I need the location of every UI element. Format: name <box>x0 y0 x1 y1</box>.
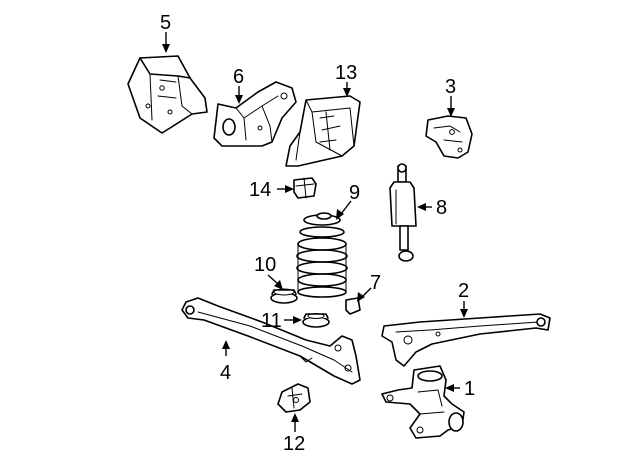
callout-13: 13 <box>335 62 357 84</box>
part-1-spindle <box>381 365 465 439</box>
part-14-bumper <box>293 177 317 199</box>
callout-10: 10 <box>254 254 276 276</box>
callout-4: 4 <box>220 362 231 384</box>
callout-14: 14 <box>249 179 271 201</box>
callout-6: 6 <box>233 66 244 88</box>
callout-5: 5 <box>160 12 171 34</box>
callout-7: 7 <box>370 272 381 294</box>
part-5-bracket <box>127 55 208 134</box>
part-3-bracket <box>425 115 473 159</box>
part-2-radius-arm <box>381 313 551 367</box>
part-9-coil-spring <box>296 212 348 298</box>
part-10-pad <box>270 288 298 304</box>
callout-8: 8 <box>436 197 447 219</box>
part-13-frame-section <box>285 95 361 167</box>
part-7-bushing <box>345 297 361 315</box>
callout-9: 9 <box>349 182 360 204</box>
part-6-bracket <box>213 81 297 147</box>
part-11-spacer <box>302 313 330 328</box>
part-12-bracket <box>277 383 311 413</box>
callout-arrows <box>162 32 468 432</box>
callout-11: 11 <box>261 310 282 332</box>
callout-3: 3 <box>445 76 456 98</box>
part-8-shock-absorber <box>389 163 417 262</box>
callout-2: 2 <box>458 280 469 302</box>
part-4-axle-beam <box>181 297 361 385</box>
callout-12: 12 <box>283 433 305 455</box>
callout-1: 1 <box>464 378 475 400</box>
